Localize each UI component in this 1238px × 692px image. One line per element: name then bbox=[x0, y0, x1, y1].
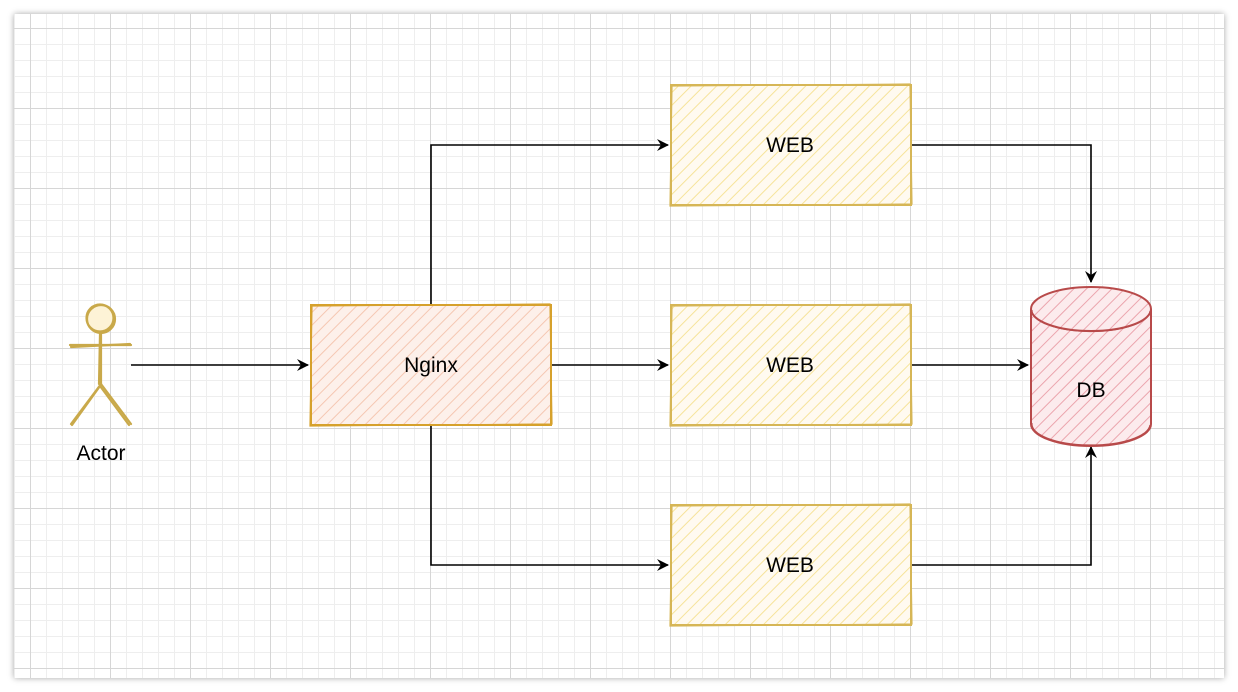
edges bbox=[131, 139, 1097, 571]
web-label-bottom: WEB bbox=[766, 554, 814, 577]
edge-nginx-to-web-bottom[interactable] bbox=[430, 425, 669, 571]
edge-web-bottom-to-db[interactable] bbox=[911, 446, 1097, 566]
web-label-top: WEB bbox=[766, 134, 814, 157]
database-cylinder-icon bbox=[1030, 286, 1152, 447]
actor-figure-icon bbox=[68, 303, 133, 427]
web-node-top[interactable]: WEB bbox=[669, 83, 913, 207]
edge-web-top-to-db[interactable] bbox=[911, 144, 1097, 283]
web-label-middle: WEB bbox=[766, 354, 814, 377]
actor-label: Actor bbox=[76, 442, 125, 465]
diagram-canvas bbox=[14, 14, 1224, 678]
db-node[interactable]: DB bbox=[1030, 286, 1152, 447]
actor-node[interactable]: Actor bbox=[68, 303, 133, 466]
nginx-label: Nginx bbox=[404, 354, 458, 377]
web-node-middle[interactable]: WEB bbox=[669, 303, 913, 427]
db-label: DB bbox=[1076, 379, 1105, 402]
web-node-bottom[interactable]: WEB bbox=[669, 503, 913, 627]
nginx-node[interactable]: Nginx bbox=[309, 303, 553, 427]
edge-nginx-to-web-top[interactable] bbox=[430, 139, 669, 305]
